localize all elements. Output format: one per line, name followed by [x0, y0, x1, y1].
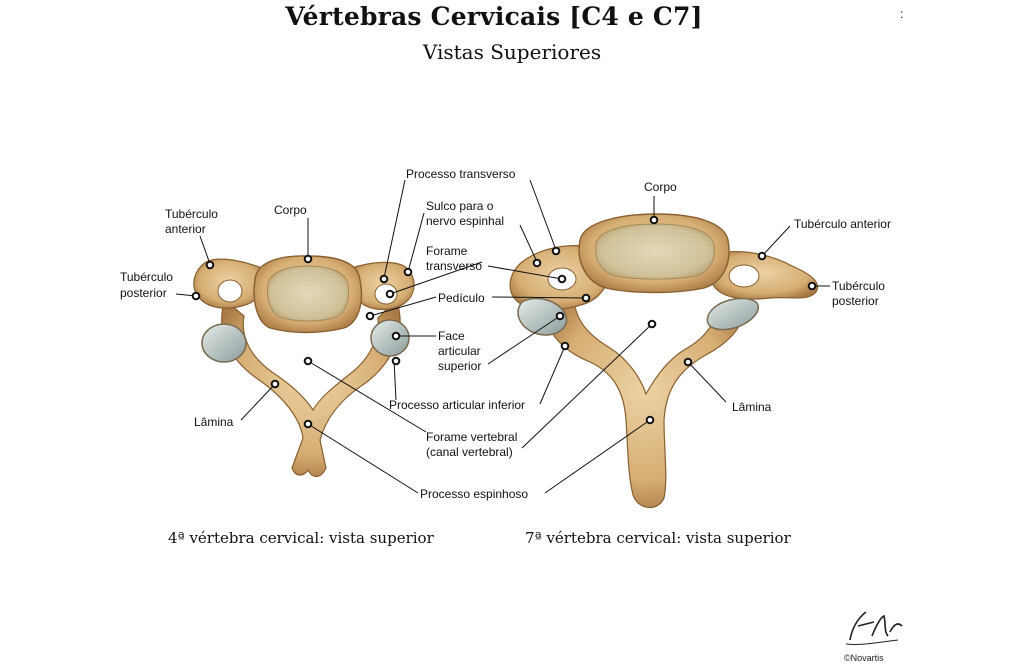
c4-arch [221, 298, 401, 478]
labels: Corpo Tubérculo anterior Tubérculo poste… [120, 7, 903, 501]
label-tuberculo-posterior-c7-1: Tubérculo [832, 279, 885, 293]
pin-dots [191, 215, 817, 429]
label-tuberculo-posterior-c7-2: posterior [832, 294, 879, 308]
stray-mark: : [900, 7, 903, 21]
label-tuberculo-anterior-1: Tubérculo [165, 207, 218, 221]
c4-right-articular-facet [370, 319, 410, 357]
c4-left-articular-facet [201, 323, 247, 363]
caption-c7: 7ª vértebra cervical: vista superior [525, 529, 791, 547]
label-processo-articular-inferior: Processo articular inferior [389, 398, 525, 412]
c7-right-articular-facet [706, 297, 759, 331]
label-tuberculo-anterior-c7: Tubérculo anterior [794, 217, 891, 231]
label-processo-espinhoso: Processo espinhoso [420, 487, 528, 501]
c7-right-transverse-process [708, 251, 819, 300]
label-face-articular-3: superior [438, 359, 481, 373]
label-sulco-1: Sulco para o [426, 199, 494, 213]
c4-left-transverse-foramen [217, 279, 243, 303]
label-corpo-c7: Corpo [644, 180, 677, 194]
label-forame-vertebral-1: Forame vertebral [426, 430, 517, 444]
caption-c4: 4ª vértebra cervical: vista superior [168, 529, 434, 547]
c7-right-transverse-foramen [728, 264, 760, 288]
c7-left-articular-facet [517, 297, 568, 336]
slide-subtitle: Vistas Superiores [422, 40, 602, 64]
c4-vertebra [193, 255, 415, 478]
label-processo-transverso: Processo transverso [406, 167, 516, 181]
netter-signature: ©Novartis [844, 611, 903, 663]
label-tuberculo-posterior-2: posterior [120, 286, 167, 300]
label-sulco-2: nervo espinhal [426, 214, 504, 228]
leader-lines [175, 179, 830, 494]
label-pediculo: Pedículo [438, 291, 485, 305]
label-forame-vertebral-2: (canal vertebral) [426, 445, 513, 459]
copyright-text: ©Novartis [844, 653, 884, 663]
label-lamina-c7: Lâmina [732, 400, 772, 414]
label-tuberculo-posterior-1: Tubérculo [120, 270, 173, 284]
label-face-articular-2: articular [438, 344, 481, 358]
label-lamina: Lâmina [194, 415, 234, 429]
label-corpo: Corpo [274, 203, 307, 217]
label-face-articular-1: Face [438, 329, 465, 343]
label-tuberculo-anterior-2: anterior [165, 222, 206, 236]
slide-title: Vértebras Cervicais [C4 e C7] [285, 2, 703, 31]
c7-vertebra [509, 213, 819, 508]
label-forame-transverso-1: Forame [426, 244, 468, 258]
label-forame-transverso-2: transverso [426, 259, 482, 273]
c7-arch [543, 295, 745, 508]
